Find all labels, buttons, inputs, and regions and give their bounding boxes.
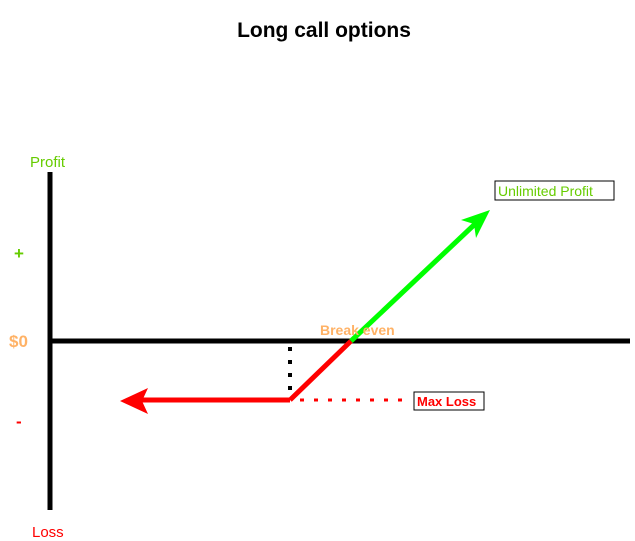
max-loss-box — [413, 391, 485, 411]
max-loss-label: Max Loss — [417, 394, 476, 409]
minus-label: - — [16, 412, 22, 431]
left-arrowhead — [120, 388, 148, 414]
zero-label: $0 — [9, 332, 28, 351]
unlimited-profit-label: Unlimited Profit — [498, 183, 593, 199]
plus-label: + — [14, 244, 24, 263]
up-right-arrowhead — [461, 210, 490, 238]
loss-rising-line — [288, 339, 353, 402]
unlimited-profit-box — [494, 180, 615, 201]
loss-axis-label: Loss — [32, 524, 64, 541]
break-even-label: Break even — [320, 322, 395, 338]
profit-axis-label: Profit — [30, 154, 66, 171]
profit-line — [349, 222, 477, 343]
diagram-title: Long call options — [237, 19, 411, 42]
